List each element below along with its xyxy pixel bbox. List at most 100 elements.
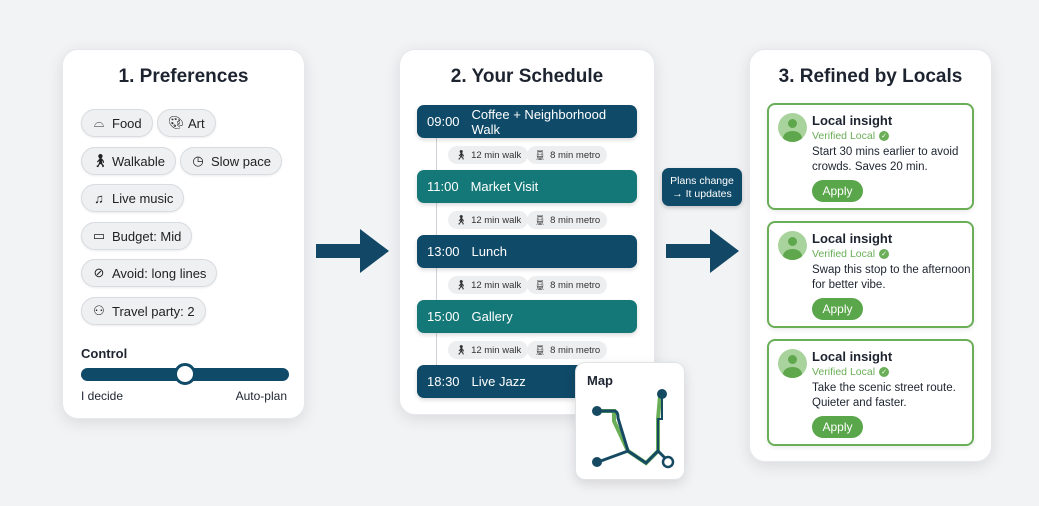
chip-travel-party[interactable]: ⚇ Travel party: 2: [81, 297, 206, 325]
apply-button[interactable]: Apply: [812, 298, 863, 320]
verified-badge: Verified Local✓: [812, 366, 890, 378]
callout-line2: → It updates: [672, 188, 732, 200]
apply-button[interactable]: Apply: [812, 180, 863, 202]
chip-label: Budget: Mid: [112, 228, 182, 244]
card-title: Local insight: [812, 349, 893, 364]
locals-title: 3. Refined by Locals: [778, 66, 963, 87]
card-text: Start 30 mins earlier to avoid crowds. S…: [812, 146, 959, 173]
check-badge-icon: ✓: [879, 131, 890, 141]
card-title: Local insight: [812, 231, 893, 246]
metro-icon: 🚆︎: [534, 344, 547, 356]
chip-art[interactable]: 🎨︎Art: [157, 109, 216, 137]
chip-label: Food: [112, 115, 142, 131]
card-text: Take the scenic street route. Quieter an…: [812, 382, 956, 409]
preferences-panel: 1. Preferences ⌓ Food 🎨︎Art 🚶︎Walkable ◷ S…: [62, 49, 305, 419]
avatar: [778, 231, 807, 260]
avatar: [778, 113, 807, 142]
bell-off-icon: ⊘: [93, 265, 105, 280]
control-max-label: Auto-plan: [235, 389, 287, 403]
chip-label: Slow pace: [211, 153, 271, 169]
metro-icon: 🚆︎: [534, 279, 547, 291]
walking-icon: 🚶︎: [455, 279, 468, 291]
walk-chip: 🚶︎12 min walk: [448, 276, 529, 294]
chip-budget[interactable]: ▭ Budget: Mid: [81, 222, 193, 250]
walking-icon: 🚶︎: [455, 214, 468, 226]
metro-duration: 8 min metro: [550, 149, 601, 161]
avatar: [778, 349, 807, 378]
card-text: Swap this stop to the afternoon for bett…: [812, 264, 971, 291]
music-note-icon: ♫: [94, 190, 104, 206]
metro-chip: 🚆︎8 min metro: [527, 146, 608, 164]
walk-chip: 🚶︎12 min walk: [448, 146, 529, 164]
metro-chip: 🚆︎8 min metro: [527, 341, 608, 359]
control-min-label: I decide: [81, 389, 124, 403]
locals-panel: 3. Refined by Locals Local insight Verif…: [749, 49, 992, 462]
metro-chip: 🚆︎8 min metro: [527, 211, 608, 229]
metro-duration: 8 min metro: [550, 279, 601, 291]
metro-icon: 🚆︎: [534, 214, 547, 226]
schedule-time: 18:30: [427, 374, 460, 389]
control-label: Control: [81, 346, 128, 361]
schedule-title: 2. Your Schedule: [450, 66, 604, 87]
chip-label: Live music: [112, 190, 174, 206]
check-badge-icon: ✓: [879, 367, 890, 377]
schedule-activity: Live Jazz: [471, 374, 526, 389]
schedule-item[interactable]: 13:00 Lunch: [417, 235, 637, 268]
schedule-activity: Coffee + Neighborhood Walk: [471, 106, 607, 137]
control-slider[interactable]: [81, 363, 289, 385]
chip-live-music[interactable]: ♫ Live music: [81, 184, 185, 212]
schedule-panel: 2. Your Schedule 09:00 Coffee + Neighborh…: [399, 49, 655, 415]
clock-icon: ◷: [192, 153, 204, 168]
apply-button[interactable]: Apply: [812, 416, 863, 438]
route-map-icon: [592, 389, 675, 469]
schedule-time: 13:00: [427, 244, 460, 259]
preferences-title: 1. Preferences: [118, 66, 249, 87]
chip-label: Travel party: 2: [112, 303, 195, 319]
walk-chip: 🚶︎12 min walk: [448, 211, 529, 229]
walk-chip: 🚶︎12 min walk: [448, 341, 529, 359]
chip-food[interactable]: ⌓ Food: [81, 109, 153, 137]
metro-icon: 🚆︎: [534, 149, 547, 161]
users-icon: ⚇: [93, 303, 105, 318]
verified-label: Verified Local: [812, 130, 876, 142]
schedule-item[interactable]: 11:00 Market Visit: [417, 170, 637, 203]
walk-duration: 12 min walk: [471, 344, 522, 356]
arrow-right-icon: [666, 229, 739, 273]
schedule-activity: Lunch: [471, 244, 507, 259]
local-insight-card: Local insight Verified Local✓ Swap this …: [767, 221, 974, 328]
verified-badge: Verified Local✓: [812, 130, 890, 142]
chip-slow-pace[interactable]: ◷ Slow pace: [180, 147, 282, 175]
schedule-item[interactable]: 09:00 Coffee + Neighborhood Walk: [417, 105, 637, 138]
walking-icon: 🚶︎: [455, 344, 468, 356]
verified-label: Verified Local: [812, 248, 876, 260]
schedule-activity: Market Visit: [470, 179, 539, 194]
schedule-activity: Gallery: [471, 309, 513, 324]
credit-card-icon: ▭: [92, 228, 106, 243]
walking-icon: 🚶︎: [455, 149, 468, 161]
schedule-time: 09:00: [427, 114, 460, 129]
callout-line1: Plans change: [670, 175, 734, 187]
walk-duration: 12 min walk: [471, 149, 522, 161]
verified-badge: Verified Local✓: [812, 248, 890, 260]
walk-duration: 12 min walk: [471, 214, 522, 226]
arrow-right-icon: [316, 229, 389, 273]
schedule-item[interactable]: 15:00 Gallery: [417, 300, 637, 333]
schedule-time: 11:00: [427, 179, 459, 194]
food-cloche-icon: ⌓: [93, 115, 105, 130]
map-card[interactable]: Map: [575, 362, 685, 480]
chip-walkable[interactable]: 🚶︎Walkable: [81, 147, 176, 175]
metro-duration: 8 min metro: [550, 214, 601, 226]
metro-duration: 8 min metro: [550, 344, 601, 356]
metro-chip: 🚆︎8 min metro: [527, 276, 608, 294]
schedule-time: 15:00: [427, 309, 460, 324]
local-insight-card: Local insight Verified Local✓ Start 30 m…: [767, 103, 974, 210]
plans-change-callout: Plans change → It updates: [662, 168, 742, 206]
local-insight-card: Local insight Verified Local✓ Take the s…: [767, 339, 974, 446]
chip-label: Avoid: long lines: [112, 265, 207, 281]
palette-icon: 🎨︎: [168, 115, 185, 130]
chip-avoid[interactable]: ⊘ Avoid: long lines: [81, 259, 218, 287]
chip-label: Art: [188, 115, 205, 131]
verified-label: Verified Local: [812, 366, 876, 378]
walking-icon: 🚶︎: [92, 153, 109, 168]
slider-knob[interactable]: [174, 363, 196, 385]
